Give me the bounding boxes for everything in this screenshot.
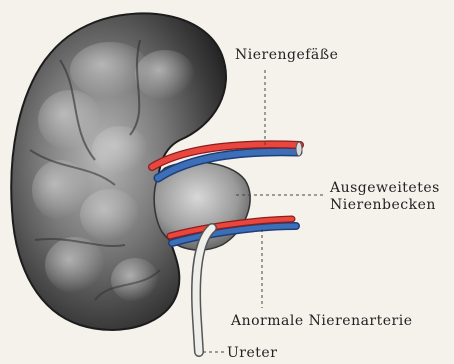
label-abnormal-artery: Anormale Nierenarterie xyxy=(231,313,413,330)
label-dilated-pelvis-line1: Ausgeweitetes xyxy=(330,180,440,197)
label-dilated-pelvis: Ausgeweitetes Nierenbecken xyxy=(330,180,440,214)
label-renal-vessels: Nierengefäße xyxy=(235,47,338,64)
label-ureter: Ureter xyxy=(227,345,277,362)
label-dilated-pelvis-line2: Nierenbecken xyxy=(330,197,440,214)
